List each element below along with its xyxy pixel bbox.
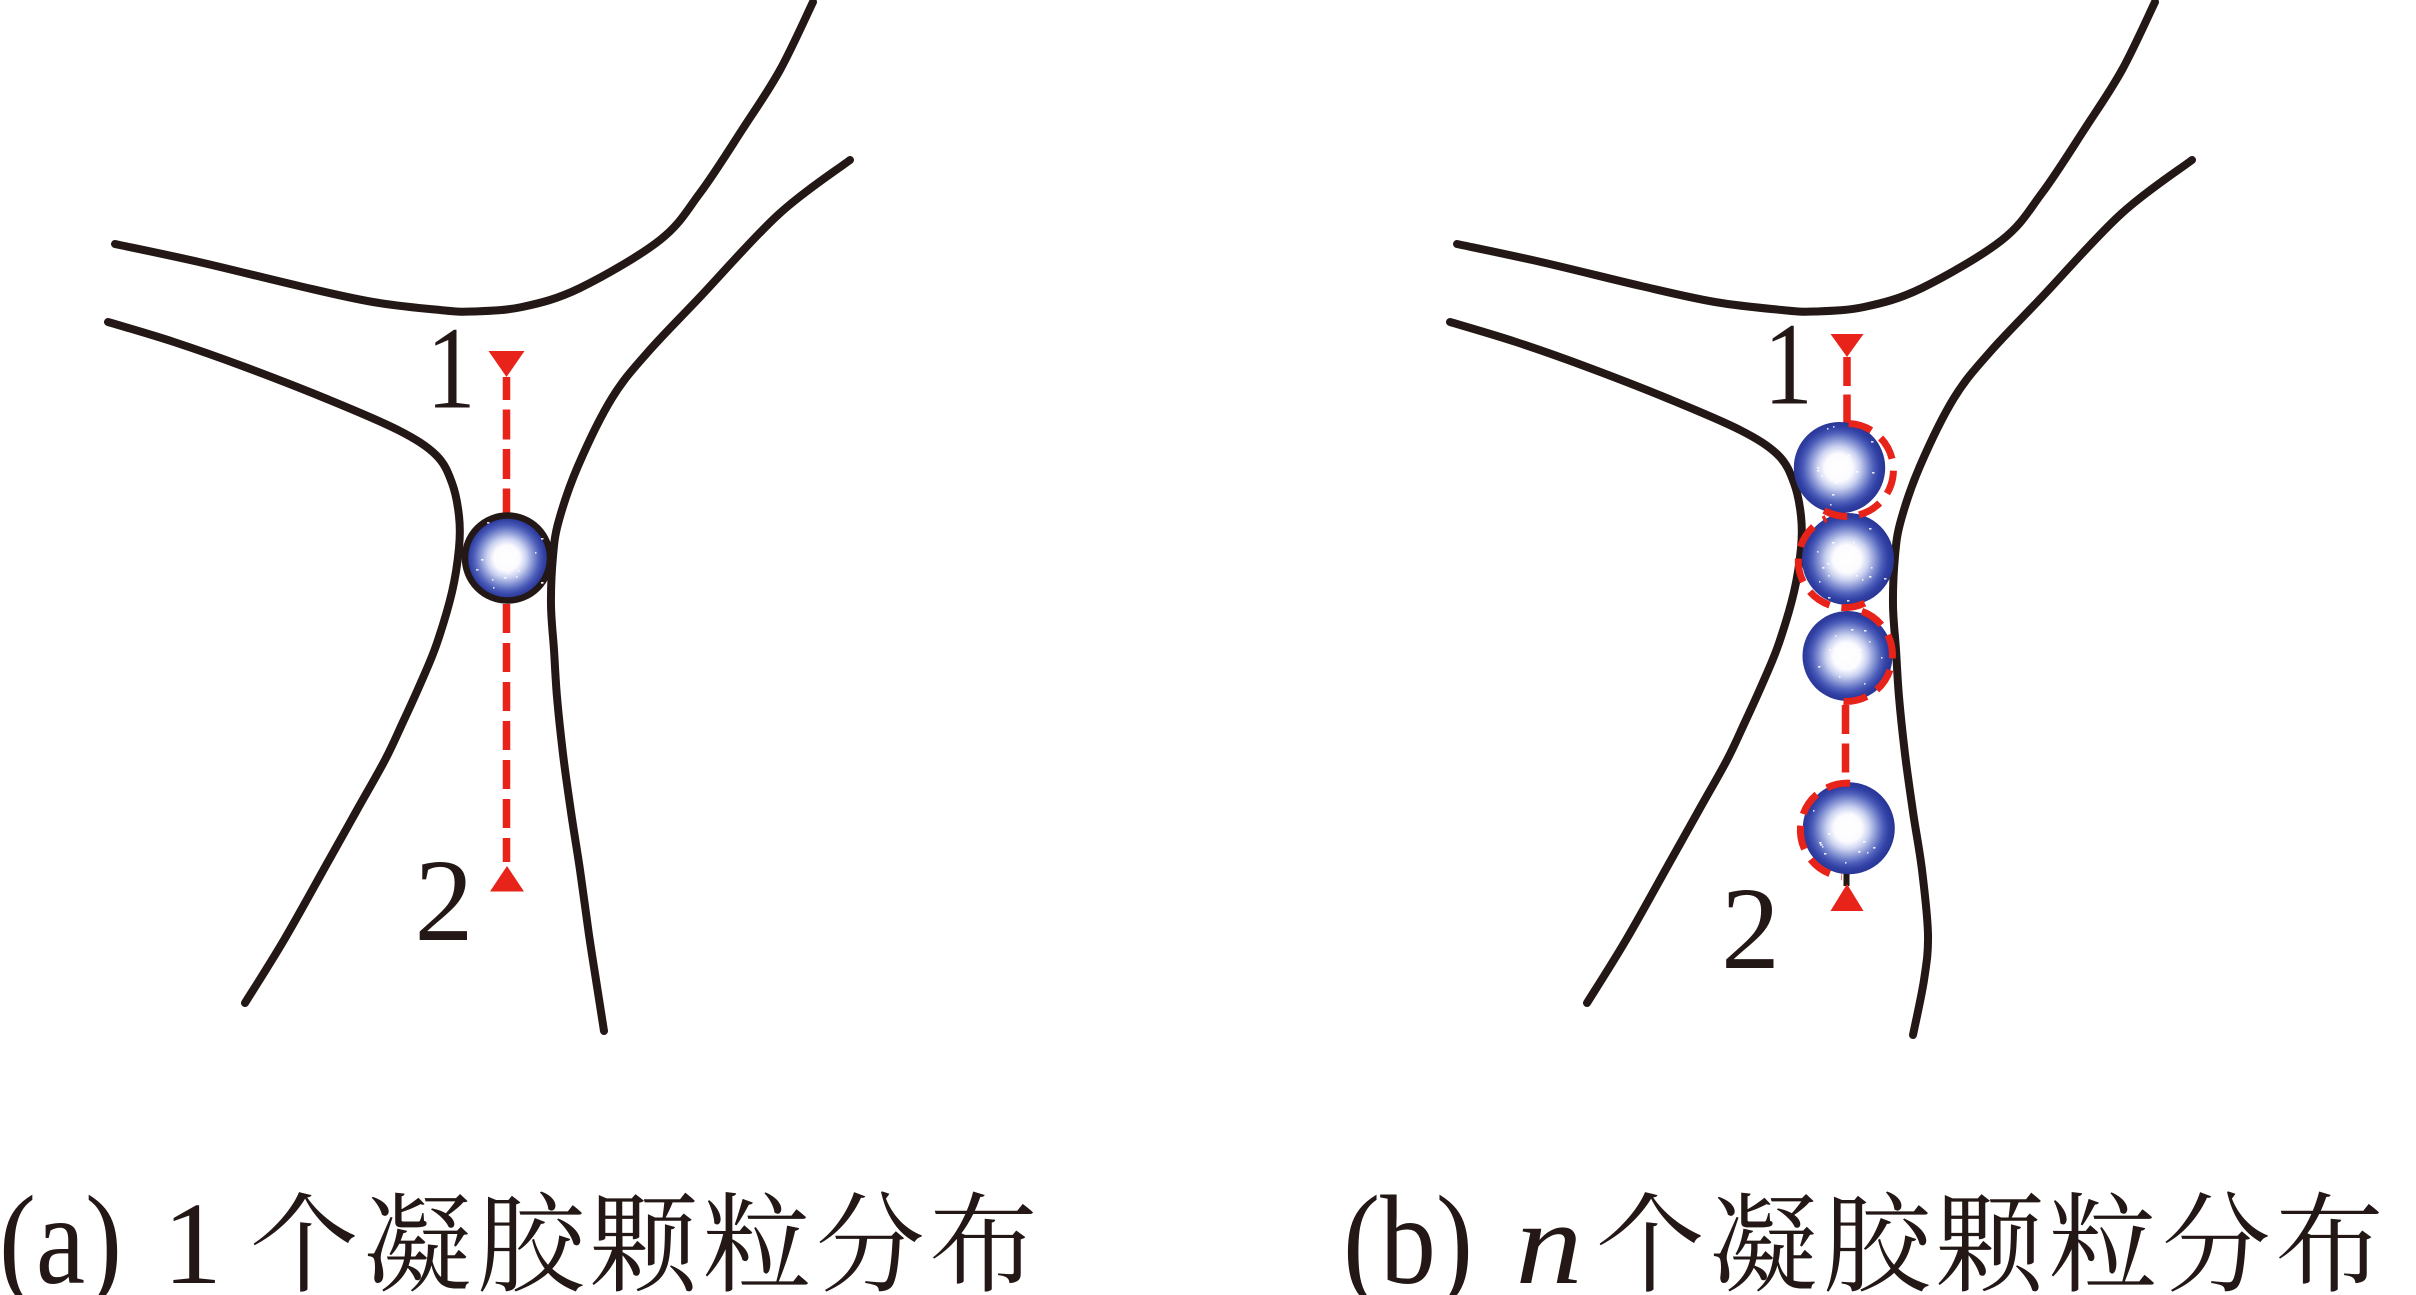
svg-text:(b): (b) (1343, 1171, 1473, 1295)
svg-text:1: 1 (1764, 299, 1813, 430)
svg-text:2: 2 (415, 835, 474, 966)
svg-text:n: n (1516, 1178, 1583, 1295)
svg-text:1: 1 (427, 303, 476, 434)
svg-text:(a): (a) (0, 1171, 122, 1295)
svg-text:1: 1 (163, 1178, 222, 1295)
svg-text:2: 2 (1721, 863, 1780, 994)
